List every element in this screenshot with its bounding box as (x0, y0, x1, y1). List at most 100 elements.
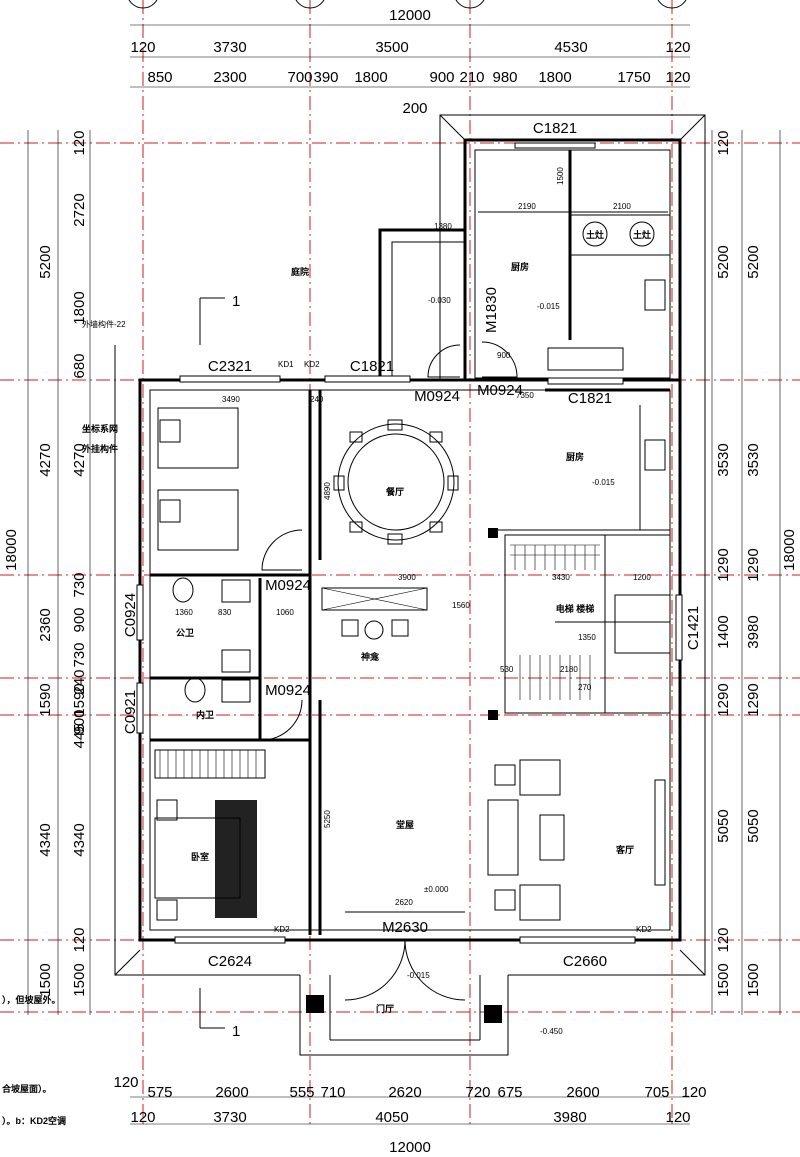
note-left-1: 坐标系网 (82, 423, 118, 434)
label-m2630: M2630 (382, 919, 428, 936)
label-m0924-b: M0924 (477, 382, 523, 399)
dim-right-i-3: 3980 (745, 615, 762, 648)
dim-bot-r1-3: 555 (289, 1084, 314, 1101)
sd-2190: 2190 (518, 202, 536, 211)
level-4: ±0.000 (424, 885, 449, 894)
window-c0921 (136, 682, 144, 734)
dim-left-o-10: 1590 (71, 683, 88, 716)
window-c2624 (174, 936, 286, 944)
dim-top-r2-3: 390 (313, 69, 338, 86)
section-mark-top: 1 (232, 293, 240, 310)
furniture (154, 214, 671, 921)
dim-bot-r1-4: 710 (320, 1084, 345, 1101)
dim-bot-r2-4: 120 (665, 1109, 690, 1126)
dim-top-r2-2: 700 (287, 69, 312, 86)
dim-top-r1-2: 3500 (375, 39, 408, 56)
dim-bot-r1-2: 2600 (215, 1084, 248, 1101)
dim-left-o-3: 680 (71, 353, 88, 378)
dim-left-o-15: 1500 (71, 963, 88, 996)
closet-icon (154, 749, 266, 779)
dim-top-r1-3: 4530 (554, 39, 587, 56)
dim-bot-r1-1: 575 (147, 1084, 172, 1101)
tv-cabinet-icon (654, 779, 666, 886)
section-mark-bottom: 1 (232, 1023, 240, 1040)
dim-right-i-6: 1500 (745, 963, 762, 996)
level-6: -0.450 (540, 1027, 563, 1036)
sd-240: 240 (310, 395, 324, 404)
notes: 外墙构件-22 坐标系网 外挂构件 ），但坡屋外。 合坡屋面）。 ）。b：KD2… (2, 319, 126, 1126)
section-marks: 1 1 (199, 293, 240, 1040)
dim-left-o-6: 730 (71, 572, 88, 597)
roof-eave-outline (114, 114, 706, 1056)
dim-bot-r1-10: 120 (681, 1084, 706, 1101)
dim-bot-r1-5: 2620 (388, 1084, 421, 1101)
dim-left-i-3: 1590 (37, 683, 54, 716)
dim-left-o-0: 120 (71, 130, 88, 155)
note-left-2: 外挂构件 (81, 443, 118, 454)
sd-1560: 1560 (452, 601, 470, 610)
windows (136, 142, 683, 944)
dim-left-i-4: 4340 (37, 823, 54, 856)
dim-top-gap: 200 (402, 100, 427, 117)
window-c2321 (179, 375, 281, 383)
stair-treads (510, 544, 671, 700)
dim-top-r2-7: 980 (492, 69, 517, 86)
armchair-icon (519, 759, 561, 796)
sofa-icon (487, 799, 519, 876)
room-stair: 电梯 楼梯 (556, 603, 595, 614)
sd-530: 530 (500, 665, 514, 674)
door-m0924-bedroom (261, 699, 303, 741)
dim-bot-r2-2: 4050 (375, 1109, 408, 1126)
overall-width-bottom: 12000 (389, 1139, 431, 1156)
door-m0924-kitchen-b (481, 341, 518, 378)
sd-900: 900 (497, 351, 511, 360)
sd-1200: 1200 (633, 573, 651, 582)
sd-2620: 2620 (395, 898, 413, 907)
room-public-bath: 公卫 (176, 628, 194, 638)
dim-top-r2-9: 1750 (617, 69, 650, 86)
room-shrine: 神龛 (361, 651, 380, 662)
sd-2180: 2180 (560, 665, 578, 674)
dim-top-r2-4: 1800 (354, 69, 387, 86)
label-c2321: C2321 (208, 358, 252, 375)
dim-bot-r2-1: 3730 (213, 1109, 246, 1126)
dim-top-r1-4: 120 (665, 39, 690, 56)
dim-bot-r2-3: 3980 (553, 1109, 586, 1126)
toilet-icon (172, 577, 194, 603)
overall-width-top: 12000 (389, 7, 431, 24)
note-side: ），但坡屋外。 (2, 994, 61, 1005)
dim-left-o-1: 2720 (71, 193, 88, 226)
dim-right-i-2: 1290 (745, 548, 762, 581)
dim-top-r1-0: 120 (130, 39, 155, 56)
top-dimensions: 12000 120 3730 3500 4530 120 850 2300 70… (130, 7, 691, 117)
label-m0924-d: M0924 (265, 682, 311, 699)
bed-icon (157, 407, 239, 469)
label-c1821-mid: C1821 (350, 358, 394, 375)
label-m0924-c: M0924 (265, 577, 311, 594)
armchair-icon-2 (519, 884, 561, 921)
dim-right-o-7: 5050 (715, 809, 732, 842)
level-2: -0.015 (537, 302, 560, 311)
room-entry: 门厅 (376, 1003, 394, 1014)
dim-top-r2-8: 1800 (538, 69, 571, 86)
dim-right-o-8: 120 (715, 927, 732, 952)
dim-top-r1-1: 3730 (213, 39, 246, 56)
sd-5250: 5250 (323, 810, 332, 828)
sd-2100: 2100 (613, 202, 631, 211)
dim-bot-r1-8: 2600 (566, 1084, 599, 1101)
room-living: 客厅 (615, 844, 634, 855)
sd-1380: 1380 (434, 222, 452, 231)
sd-4890: 4890 (323, 482, 332, 500)
bed-icon-2 (157, 489, 239, 551)
dim-left-i-2: 2360 (37, 608, 54, 641)
dim-top-r2-0: 850 (147, 69, 172, 86)
label-c1821-top: C1821 (533, 120, 577, 137)
door-m0924-bath (261, 529, 303, 571)
dim-top-r2-6: 210 (459, 69, 484, 86)
window-c0924 (136, 584, 144, 641)
label-kd1-a: KD1 (278, 360, 294, 369)
dim-right-o-1: 5200 (715, 245, 732, 278)
dim-right-i-1: 3530 (745, 443, 762, 476)
label-c0924-a: C0924 (122, 593, 139, 637)
